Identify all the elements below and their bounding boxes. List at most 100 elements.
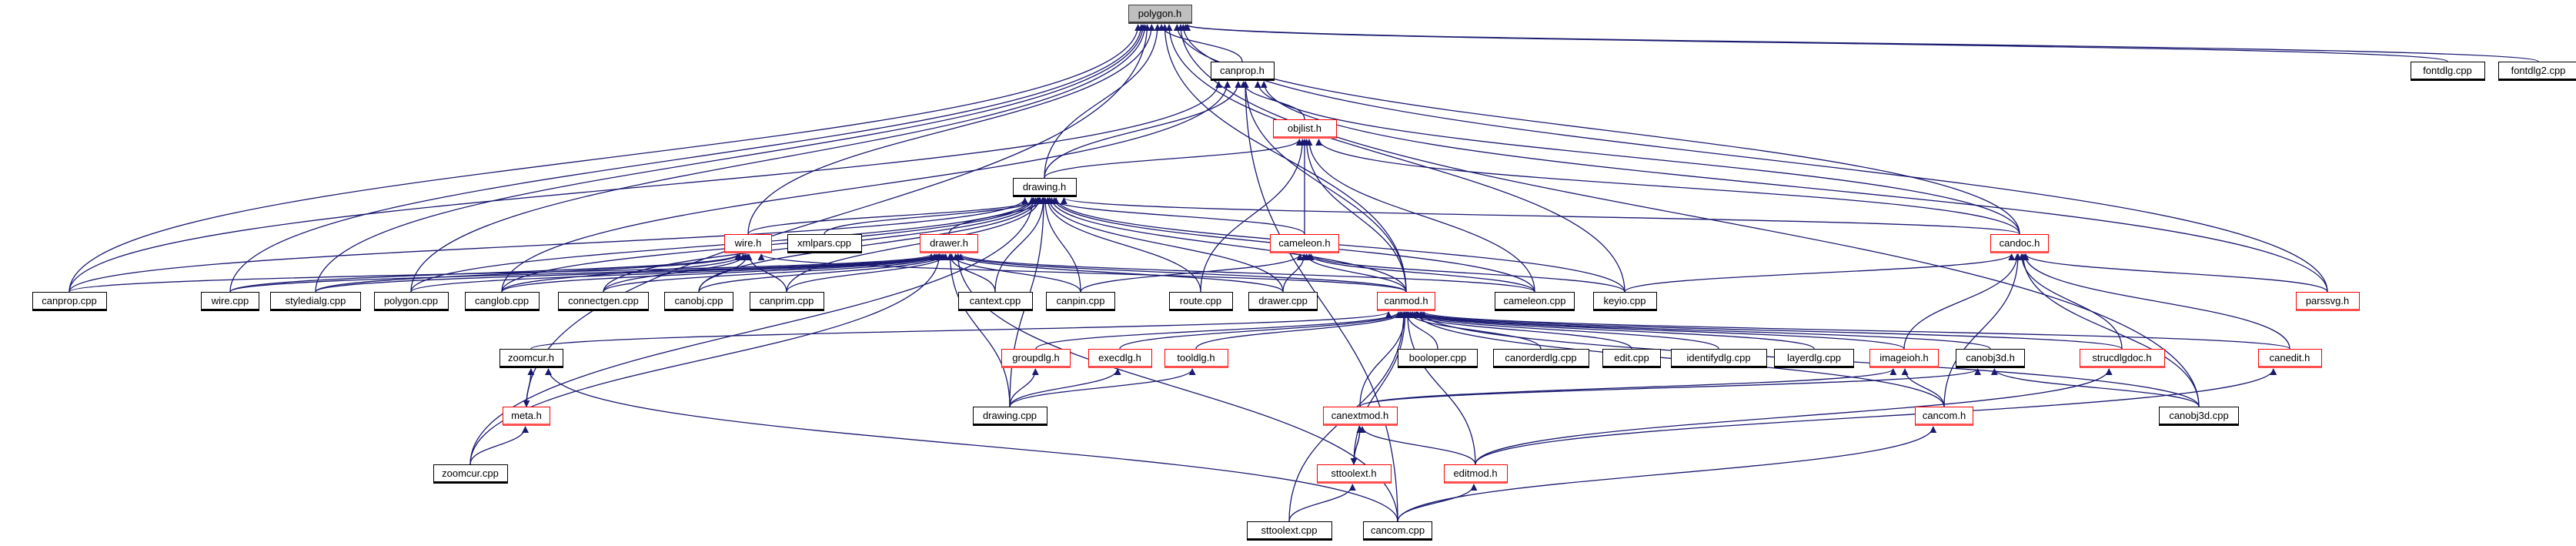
- graph-node-cameleon-cpp[interactable]: cameleon.cpp: [1495, 292, 1575, 311]
- graph-node-editmod-h[interactable]: editmod.h: [1443, 464, 1508, 484]
- edge-layerdlg-cpp-to-canmod-h: [1411, 311, 1815, 350]
- graph-node-tooldlg-h[interactable]: tooldlg.h: [1164, 349, 1228, 368]
- edge-canpin-cpp-to-drawer-h: [947, 253, 1081, 293]
- edge-canprim-cpp-to-drawing-h: [786, 197, 1043, 293]
- graph-node-canprop-cpp[interactable]: canprop.cpp: [32, 292, 107, 311]
- edge-drawer-cpp-to-drawing-h: [1045, 197, 1284, 293]
- graph-node-polygon-h[interactable]: polygon.h: [1128, 5, 1192, 24]
- edge-cancom-cpp-to-cancom-h: [1397, 426, 1937, 522]
- edge-styledialg-cpp-to-polygon-h: [315, 24, 1147, 293]
- graph-node-canprim-cpp[interactable]: canprim.cpp: [749, 292, 824, 311]
- graph-node-drawing-h[interactable]: drawing.h: [1012, 178, 1077, 197]
- edge-keyio-cpp-to-polygon-h: [1165, 24, 1625, 293]
- graph-node-drawer-h[interactable]: drawer.h: [920, 234, 978, 253]
- graph-node-fontdlg-cpp[interactable]: fontdlg.cpp: [2410, 62, 2485, 81]
- graph-node-xmlpars-cpp[interactable]: xmlpars.cpp: [787, 234, 862, 253]
- graph-node-fontdlg2-cpp[interactable]: fontdlg2.cpp: [2498, 62, 2576, 81]
- graph-node-styledialg-cpp[interactable]: styledialg.cpp: [270, 292, 361, 311]
- edge-drawing-cpp-to-groupdlg-h: [1009, 368, 1039, 407]
- graph-node-canorderdlg-cpp[interactable]: canorderdlg.cpp: [1492, 349, 1589, 368]
- graph-node-oblist-h[interactable]: objlist.h: [1272, 119, 1337, 139]
- edge-canglob-cpp-to-canprop-h: [501, 81, 1231, 293]
- edge-imageioh-h-to-candoc-h: [1903, 253, 2021, 350]
- graph-node-cantext-cpp[interactable]: cantext.cpp: [957, 292, 1033, 311]
- graph-node-sttoolext-h[interactable]: sttoolext.h: [1316, 464, 1392, 484]
- graph-node-canglob-cpp[interactable]: canglob.cpp: [464, 292, 540, 311]
- edge-canglob-cpp-to-wire-h: [501, 253, 747, 293]
- graph-node-wire-h[interactable]: wire.h: [724, 234, 772, 253]
- edge-strucdlgdoc-h-to-canmod-h: [1417, 311, 2123, 350]
- graph-node-booloper-cpp[interactable]: booloper.cpp: [1398, 349, 1478, 368]
- graph-node-wire-cpp[interactable]: wire.cpp: [201, 292, 259, 311]
- graph-node-canprop-h[interactable]: canprop.h: [1210, 62, 1275, 81]
- edge-canobj-cpp-to-drawer-h: [698, 253, 947, 293]
- edge-zoomcur-cpp-to-meta-h: [469, 426, 530, 465]
- edge-drawer-cpp-to-drawer-h: [952, 253, 1284, 293]
- graph-node-canobj-cpp[interactable]: canobj.cpp: [664, 292, 733, 311]
- graph-node-polygon-cpp[interactable]: polygon.cpp: [373, 292, 449, 311]
- graph-node-edit-cpp[interactable]: edit.cpp: [1602, 349, 1661, 368]
- graph-node-zoomcur-cpp[interactable]: zoomcur.cpp: [433, 464, 508, 484]
- edge-canprop-cpp-to-drawer-h: [68, 253, 935, 293]
- edge-cantext-cpp-to-drawing-h: [994, 197, 1047, 293]
- graph-node-candoc-h[interactable]: candoc.h: [1990, 234, 2049, 253]
- edge-tooldlg-h-to-canmod-h: [1195, 311, 1405, 350]
- graph-node-strucdlgdoc-h[interactable]: strucdlgdoc.h: [2079, 349, 2165, 368]
- graph-node-meta-h[interactable]: meta.h: [503, 407, 550, 426]
- edge-drawing-cpp-to-tooldlg-h: [1009, 368, 1196, 407]
- edge-fontdlg2-cpp-to-polygon-h: [1184, 24, 2539, 62]
- graph-node-imageioh-h[interactable]: imageioh.h: [1869, 349, 1939, 368]
- edge-wire-cpp-to-drawer-h: [229, 253, 938, 293]
- graph-node-canobj3d-h[interactable]: canobj3d.h: [1956, 349, 2025, 368]
- edge-canobj-cpp-to-drawing-h: [698, 197, 1041, 293]
- edge-parssvg-h-to-polygon-h: [1179, 24, 2328, 293]
- graph-node-drawing-cpp[interactable]: drawing.cpp: [972, 407, 1047, 426]
- graph-node-route-cpp[interactable]: route.cpp: [1168, 292, 1233, 311]
- edge-fontdlg-cpp-to-polygon-h: [1182, 24, 2448, 62]
- edge-cancom-cpp-to-editmod-h: [1397, 484, 1478, 522]
- graph-node-cameleon-h[interactable]: cameleon.h: [1270, 234, 1339, 253]
- edge-parssvg-h-to-candoc-h: [2022, 253, 2328, 293]
- graph-node-canextmod-h[interactable]: canextmod.h: [1322, 407, 1398, 426]
- graph-node-cancom-h[interactable]: cancom.h: [1915, 407, 1973, 426]
- graph-node-sttoolext-cpp[interactable]: sttoolext.cpp: [1246, 521, 1332, 541]
- edge-wire-h-to-drawing-h: [747, 197, 1042, 235]
- edge-candoc-h-to-drawing-h: [1061, 197, 2020, 235]
- graph-node-connectgen-cpp[interactable]: connectgen.cpp: [558, 292, 649, 311]
- graph-node-groupdlg-h[interactable]: groupdlg.h: [1001, 349, 1071, 368]
- edge-cancom-h-to-imageioh-h: [1901, 368, 1945, 407]
- edge-canobj3d-h-to-canmod-h: [1414, 311, 1991, 350]
- edge-parssvg-h-to-canprop-h: [1260, 81, 2328, 293]
- edge-drawer-cpp-to-cameleon-h: [1282, 253, 1308, 293]
- edge-drawing-cpp-to-execdlg-h: [1009, 368, 1121, 407]
- graph-node-zoomcur-h[interactable]: zoomcur.h: [499, 349, 563, 368]
- edge-cameleon-cpp-to-cameleon-h: [1305, 253, 1535, 293]
- graph-node-layerdlg-cpp[interactable]: layerdlg.cpp: [1774, 349, 1854, 368]
- edge-cancom-cpp-to-canprop-h: [1241, 81, 1398, 522]
- edge-cameleon-h-to-drawing-h: [1046, 197, 1305, 235]
- edge-canmod-h-to-drawing-h: [1047, 197, 1407, 293]
- edge-canextmod-h-to-imageioh-h: [1359, 368, 1897, 407]
- graph-node-parssvg-h[interactable]: parssvg.h: [2295, 292, 2360, 311]
- edge-canmod-h-to-oblist-h: [1303, 139, 1407, 293]
- graph-node-execdlg-h[interactable]: execdlg.h: [1088, 349, 1152, 368]
- edge-candoc-h-to-oblist-h: [1315, 139, 2020, 235]
- graph-node-drawer-cpp[interactable]: drawer.cpp: [1248, 292, 1318, 311]
- edge-groupdlg-h-to-canmod-h: [1035, 311, 1402, 350]
- graph-node-canedit-h[interactable]: canedit.h: [2257, 349, 2322, 368]
- graph-node-keyio-cpp[interactable]: keyio.cpp: [1592, 292, 1657, 311]
- graph-node-canmod-h[interactable]: canmod.h: [1377, 292, 1435, 311]
- graph-node-cancom-cpp[interactable]: cancom.cpp: [1363, 521, 1432, 541]
- graph-node-identifydlg-cpp[interactable]: identifydlg.cpp: [1670, 349, 1767, 368]
- edge-route-cpp-to-drawing-h: [1044, 197, 1201, 293]
- graph-node-canpin-cpp[interactable]: canpin.cpp: [1046, 292, 1115, 311]
- edge-editmod-h-to-canedit-h: [1475, 368, 2277, 465]
- edge-execdlg-h-to-canmod-h: [1119, 311, 1404, 350]
- edge-meta-h-to-polygon-h: [526, 24, 1151, 407]
- edge-cameleon-cpp-to-drawer-h: [957, 253, 1535, 293]
- graph-node-canobj3d-cpp[interactable]: canobj3d.cpp: [2159, 407, 2239, 426]
- edge-sttoolext-h-to-canmod-h: [1353, 311, 1409, 465]
- edge-wire-h-to-polygon-h: [747, 24, 1155, 235]
